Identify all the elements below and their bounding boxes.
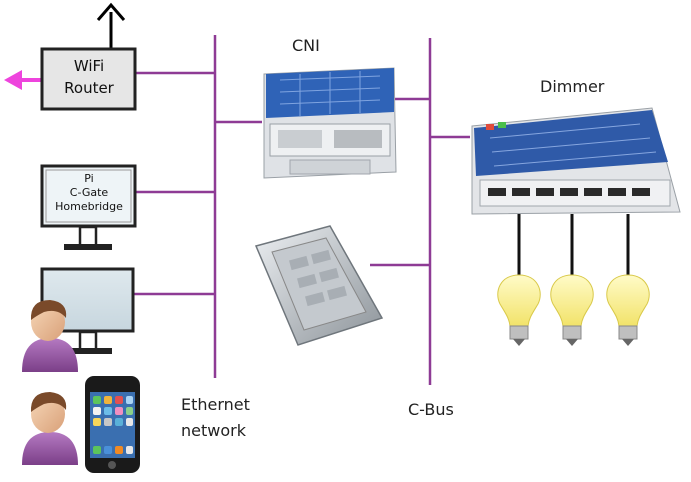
dimmer-label: Dimmer — [540, 77, 605, 96]
internet-arrow-icon — [96, 2, 126, 48]
ethernet-label-line1: Ethernet — [181, 395, 250, 414]
light-bulb-icon — [550, 274, 594, 346]
light-bulb-icon — [497, 274, 541, 346]
router-label: WiFi Router — [44, 55, 134, 99]
light-bulb-icon — [606, 274, 650, 346]
user-icon — [22, 300, 78, 372]
bulb-wires — [517, 214, 630, 276]
cni-device — [263, 67, 397, 179]
smartphone-icon — [85, 376, 140, 473]
cni-label: CNI — [292, 36, 320, 55]
cbus-label: C-Bus — [408, 400, 454, 419]
dimmer-device — [471, 107, 681, 215]
pi-monitor — [40, 164, 137, 250]
ethernet-label-line2: network — [181, 421, 246, 440]
pi-label-line1: Pi — [84, 172, 94, 185]
router-label-line2: Router — [64, 79, 114, 97]
wifi-arrow-icon — [4, 70, 42, 90]
pi-label: Pi C-Gate Homebridge — [46, 172, 132, 214]
ethernet-bus — [134, 35, 262, 378]
pi-label-line2: C-Gate — [69, 186, 109, 199]
router-box — [40, 47, 137, 111]
touch-panel-device — [254, 225, 384, 346]
pi-label-line3: Homebridge — [55, 200, 123, 213]
user-icon — [22, 392, 78, 465]
cbus-line — [370, 38, 470, 385]
router-label-line1: WiFi — [73, 57, 105, 75]
